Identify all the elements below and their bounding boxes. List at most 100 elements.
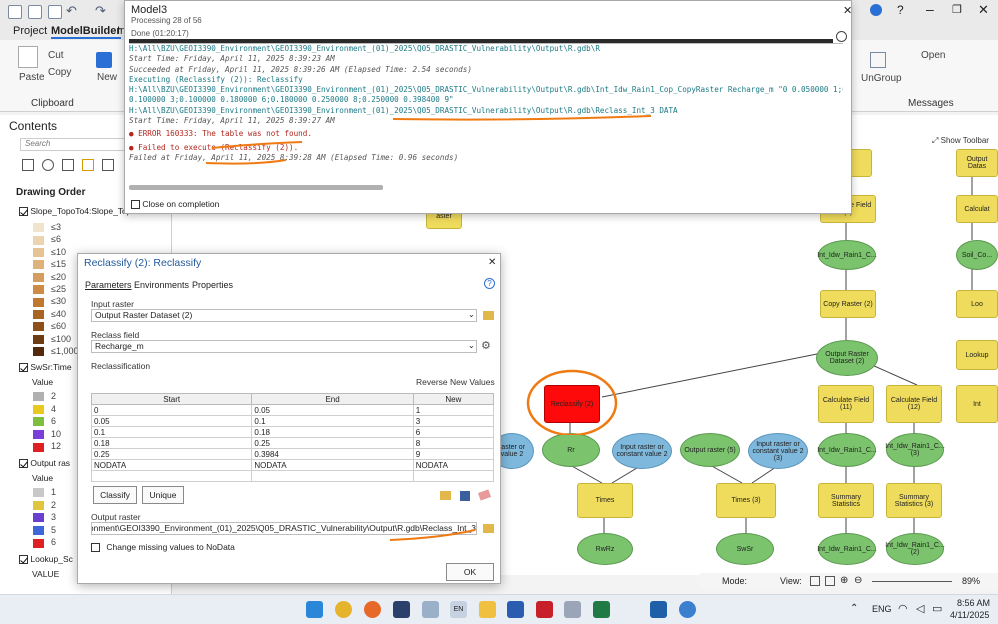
language-icon[interactable]: EN [450, 601, 467, 618]
layer-output-raster[interactable]: Output ras [19, 458, 70, 469]
save-table-icon[interactable] [460, 491, 470, 501]
folder-icon[interactable] [483, 524, 494, 533]
layer-visibility-checkbox[interactable] [19, 207, 28, 217]
close-app-icon[interactable]: ✕ [978, 2, 989, 17]
model-node-calculate-field-12[interactable]: Calculate Field (12) [886, 385, 942, 423]
tab-properties[interactable]: Properties [192, 280, 234, 290]
log-scrollbar[interactable] [129, 185, 383, 190]
tab-parameters[interactable]: Parameters [85, 280, 132, 290]
restore-icon[interactable]: ❐ [952, 4, 962, 16]
help-icon[interactable]: ? [897, 3, 904, 17]
list-by-editing-icon[interactable] [82, 159, 94, 171]
model-node[interactable]: Output Datas [956, 149, 998, 177]
table-cell[interactable]: 1 [412, 404, 495, 416]
notification-icon[interactable] [870, 4, 882, 16]
redo-icon[interactable]: ↷ [95, 3, 106, 18]
model-node-summary-statistics-3[interactable]: Summary Statistics (3) [886, 483, 942, 518]
table-cell[interactable]: 8 [412, 437, 495, 449]
table-cell[interactable]: 0 [90, 404, 253, 416]
firefox-icon[interactable] [364, 601, 381, 618]
fit-view-icon[interactable] [810, 576, 820, 586]
zoom-slider[interactable] [872, 581, 952, 582]
output-raster-input[interactable]: I3390_Environment\GEOI3390_Environment_(… [91, 522, 477, 535]
tab-modelbuilder[interactable]: ModelBuilder [51, 25, 121, 39]
model-node-summary-statistics[interactable]: Summary Statistics [818, 483, 874, 518]
table-cell[interactable]: NODATA [90, 459, 253, 471]
model-node[interactable]: Input raster or constant value 2 [612, 433, 672, 469]
chrome-icon[interactable] [335, 601, 352, 618]
full-extent-icon[interactable] [825, 576, 835, 586]
table-cell[interactable]: NODATA [251, 459, 414, 471]
table-cell[interactable]: NODATA [412, 459, 495, 471]
table-cell[interactable]: 0.1 [251, 415, 414, 427]
layer-visibility-checkbox[interactable] [19, 555, 28, 565]
list-by-snapping-icon[interactable] [102, 159, 114, 171]
ok-button[interactable]: OK [446, 563, 494, 581]
classify-button[interactable]: Classify [93, 486, 137, 504]
table-cell[interactable] [90, 470, 253, 482]
battery-icon[interactable]: ▭ [932, 603, 943, 615]
model-node-times[interactable]: Times [577, 483, 633, 518]
model-node[interactable]: Rr [542, 433, 600, 467]
nodata-checkbox[interactable] [91, 543, 100, 553]
table-cell[interactable]: 0.05 [251, 404, 414, 416]
ungroup-button[interactable]: UnGroup [861, 73, 902, 84]
file-explorer-icon[interactable] [479, 601, 496, 618]
clear-table-icon[interactable] [477, 489, 492, 501]
table-cell[interactable]: 0.25 [90, 448, 253, 460]
copy-button[interactable]: Copy [48, 67, 72, 78]
speaker-icon[interactable]: ◁ [916, 603, 925, 615]
close-dialog-icon[interactable]: ✕ [843, 5, 853, 17]
model-node[interactable]: Int [956, 385, 998, 423]
model-node[interactable]: Soil_Co... [956, 240, 998, 270]
model-node[interactable]: Int_Idw_Rain1_C... [817, 533, 877, 565]
snipping-icon[interactable] [564, 601, 581, 618]
paste-label[interactable]: Paste [19, 72, 45, 83]
layer-swsr[interactable]: SwSr:Time [19, 362, 72, 373]
cut-button[interactable]: Cut [48, 50, 64, 61]
load-table-icon[interactable] [440, 491, 451, 500]
layer-slope[interactable]: Slope_TopoTo4:Slope_TopoTo [19, 206, 145, 217]
model-node-output-raster-dataset-2[interactable]: Output Raster Dataset (2) [816, 340, 878, 376]
start-icon[interactable] [306, 601, 323, 618]
list-by-selection-icon[interactable] [62, 159, 74, 171]
change-missing-nodata[interactable]: Change missing values to NoData [91, 542, 235, 553]
clock-time[interactable]: 8:56 AM [957, 598, 991, 608]
table-cell[interactable] [251, 470, 414, 482]
folder-icon[interactable] [483, 311, 494, 320]
arcgis-icon[interactable] [679, 601, 696, 618]
model-node[interactable]: Int_Idw_Rain1_C... [817, 240, 877, 270]
save-icon[interactable] [48, 5, 62, 19]
model-node-copy-raster-2[interactable]: Copy Raster (2) [820, 290, 876, 318]
word-icon[interactable] [507, 601, 524, 618]
excel-icon[interactable] [593, 601, 610, 618]
tab-environments[interactable]: Environments [134, 280, 190, 290]
camera-icon[interactable] [650, 601, 667, 618]
close-reclassify-icon[interactable]: ✕ [488, 257, 497, 268]
table-cell[interactable]: 0.1 [90, 426, 253, 438]
model-node-calculate-field-11[interactable]: Calculate Field (11) [818, 385, 874, 423]
model-node[interactable]: Output raster (5) [680, 433, 740, 467]
layer-lookup[interactable]: Lookup_Sc [19, 554, 73, 565]
model-node[interactable]: Lookup [956, 340, 998, 370]
close-on-completion[interactable]: Close on completion [131, 199, 219, 210]
chevron-down-icon[interactable]: ⌄ [468, 310, 475, 319]
chevron-up-icon[interactable]: ⌃ [850, 603, 859, 614]
arcgis-pro-icon[interactable] [393, 601, 410, 618]
list-by-source-icon[interactable] [42, 159, 54, 171]
layer-visibility-checkbox[interactable] [19, 363, 28, 373]
new-project-icon[interactable] [8, 5, 22, 19]
tab-project[interactable]: Project [13, 25, 48, 37]
clock-date[interactable]: 4/11/2025 [950, 610, 990, 620]
model-node[interactable]: Loo [956, 290, 998, 318]
table-cell[interactable]: 0.25 [251, 437, 414, 449]
table-cell[interactable]: 6 [412, 426, 495, 438]
help-icon[interactable]: ? [484, 278, 495, 289]
model-node[interactable]: Int_Idw_Rain1_C... [817, 433, 877, 467]
table-cell[interactable] [412, 470, 495, 482]
